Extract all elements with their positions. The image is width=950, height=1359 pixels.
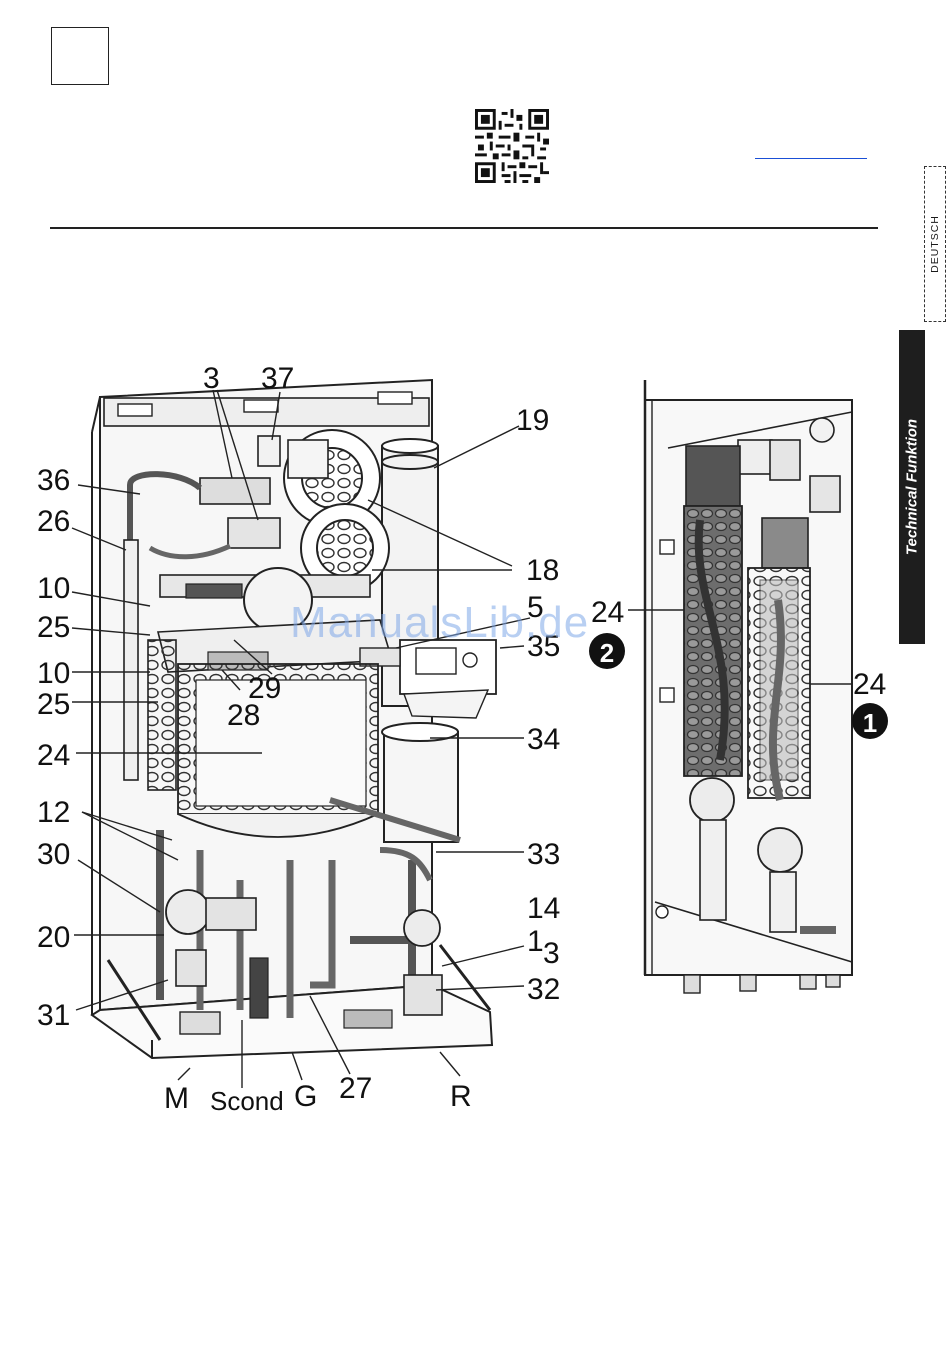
callout-18: 18 — [526, 554, 559, 587]
callout-3: 3 — [203, 362, 220, 395]
callout-33: 33 — [527, 838, 560, 871]
callout-12: 12 — [37, 796, 70, 829]
callout-28: 28 — [227, 699, 260, 732]
front-view — [92, 380, 496, 1058]
marker-1: 1 — [852, 703, 888, 739]
callout-30: 30 — [37, 838, 70, 871]
callout-25-lower: 25 — [37, 688, 70, 721]
callout-25-upper: 25 — [37, 611, 70, 644]
callout-26: 26 — [37, 505, 70, 538]
callout-10-lower: 10 — [37, 657, 70, 690]
watermark: ManualsLib.de — [290, 598, 589, 648]
callout-27: 27 — [339, 1072, 372, 1105]
callout-36: 36 — [37, 464, 70, 497]
callout-G: G — [294, 1080, 317, 1113]
marker-1-label: 1 — [863, 708, 877, 738]
callout-Scond: Scond — [210, 1086, 284, 1116]
callout-14: 14 — [527, 892, 560, 925]
callout-34: 34 — [527, 723, 560, 756]
callout-19: 19 — [516, 404, 549, 437]
callout-M: M — [164, 1082, 189, 1115]
marker-2-label: 2 — [600, 638, 614, 668]
side-callout-24-left: 24 — [591, 596, 624, 629]
callout-13-digit2: 3 — [543, 937, 560, 970]
callout-24: 24 — [37, 739, 70, 772]
marker-2: 2 — [589, 633, 625, 669]
callout-R: R — [450, 1080, 472, 1113]
side-callout-24-right: 24 — [853, 668, 886, 701]
callout-31: 31 — [37, 999, 70, 1032]
callout-10-upper: 10 — [37, 572, 70, 605]
callout-13-digit1: 1 — [527, 925, 544, 958]
callout-20: 20 — [37, 921, 70, 954]
callout-37: 37 — [261, 362, 294, 395]
side-view — [645, 380, 852, 993]
callout-32: 32 — [527, 973, 560, 1006]
